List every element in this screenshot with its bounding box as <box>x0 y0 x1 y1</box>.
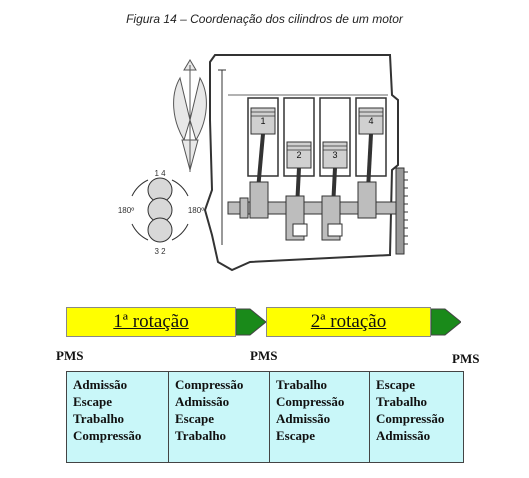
stroke-cell: Compressão <box>175 377 244 392</box>
cylinder-number-3: 3 <box>332 150 337 160</box>
stroke-cell: Escape <box>376 377 415 392</box>
cylinder-number-4: 4 <box>368 116 373 126</box>
cylinder-number-1: 1 <box>260 116 265 126</box>
first-rotation-label: 1ª rotação <box>113 311 189 332</box>
stroke-cell: Trabalho <box>175 428 227 443</box>
cylinder-number-2: 2 <box>296 150 301 160</box>
stroke-cell: Escape <box>276 428 315 443</box>
firing-bottom-label: 3 2 <box>154 247 166 256</box>
strokes-column-1: Admissão Escape Trabalho Compressão <box>67 372 169 462</box>
stroke-cell: Compressão <box>376 411 445 426</box>
pms-label-end: PMS <box>452 351 480 366</box>
firing-right-angle: 180º <box>188 206 204 215</box>
first-rotation-arrow-icon <box>236 308 266 336</box>
stroke-cell: Trabalho <box>276 377 328 392</box>
strokes-column-4: Escape Trabalho Compressão Admissão <box>370 372 463 462</box>
stroke-cell: Admissão <box>73 377 128 392</box>
second-rotation-label: 2ª rotação <box>310 311 387 332</box>
stroke-cell: Trabalho <box>376 394 428 409</box>
pms-label-start: PMS <box>56 348 84 363</box>
stroke-cell: Escape <box>73 394 112 409</box>
strokes-table: Admissão Escape Trabalho Compressão Comp… <box>66 371 464 463</box>
fan-icon <box>173 59 207 172</box>
firing-order-diagram: 1 4 3 2 180º 180º <box>118 169 204 256</box>
figure-caption: Figura 14 – Coordenação dos cilindros de… <box>126 12 403 26</box>
first-rotation-bar: 1ª rotação <box>66 307 236 337</box>
stroke-cell: Compressão <box>73 428 142 443</box>
strokes-column-2: Compressão Admissão Escape Trabalho <box>169 372 270 462</box>
stroke-cell: Trabalho <box>73 411 125 426</box>
firing-left-angle: 180º <box>118 206 134 215</box>
second-rotation-bar: 2ª rotação <box>266 307 431 337</box>
stroke-cell: Admissão <box>175 394 230 409</box>
stroke-cell: Admissão <box>376 428 431 443</box>
stroke-cell: Admissão <box>276 411 331 426</box>
pms-label-middle: PMS <box>250 348 278 363</box>
stroke-cell: Compressão <box>276 394 345 409</box>
firing-top-label: 1 4 <box>154 169 166 178</box>
strokes-column-3: Trabalho Compressão Admissão Escape <box>270 372 370 462</box>
stroke-cell: Escape <box>175 411 214 426</box>
engine-illustration: 1 4 3 2 180º 180º 1 2 3 4 <box>118 54 408 272</box>
second-rotation-arrow-icon <box>431 308 461 336</box>
